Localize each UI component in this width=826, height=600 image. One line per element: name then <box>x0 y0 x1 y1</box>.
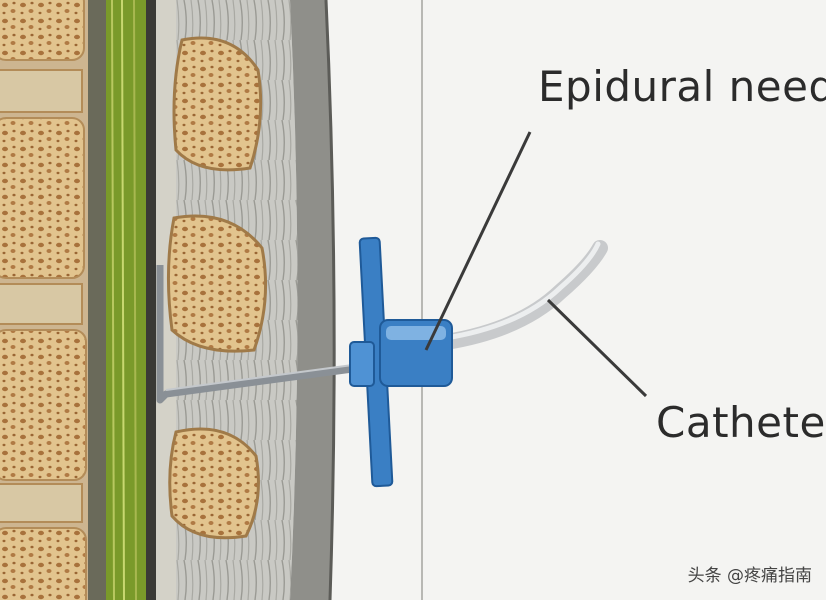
needle-shaft <box>156 265 361 404</box>
label-epidural-needle: Epidural needle <box>538 62 826 111</box>
catheter-tube <box>438 240 608 350</box>
catheter-highlight <box>443 241 601 341</box>
needle-pointer-line <box>424 131 532 351</box>
needle-shaft-highlight <box>165 363 361 391</box>
watermark: 头条 @疼痛指南 <box>687 566 812 586</box>
catheter-pointer-line <box>546 298 648 398</box>
spinous-processes <box>166 36 268 540</box>
vertebral-bodies <box>0 0 88 600</box>
label-catheter: Catheter <box>656 398 826 447</box>
